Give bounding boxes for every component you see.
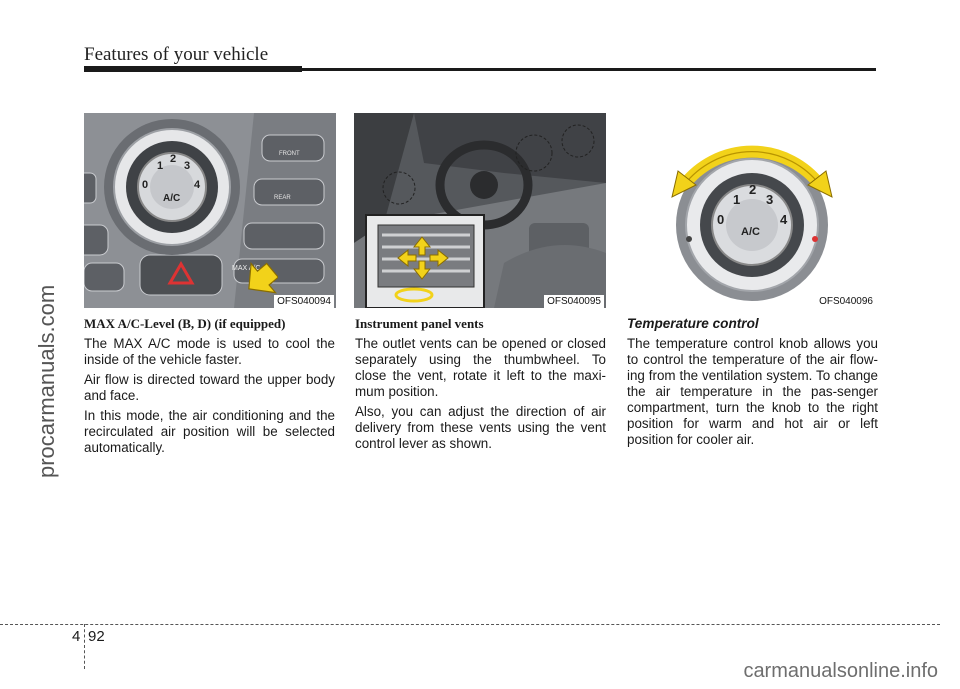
paragraph: Also, you can adjust the direction of ai… <box>355 404 606 451</box>
paragraph: Air flow is directed toward the upper bo… <box>84 372 335 403</box>
front-defrost-label: FRONT <box>279 151 300 157</box>
figure-code-3: OFS040096 <box>816 295 876 308</box>
page-header-title: Features of your vehicle <box>84 44 269 65</box>
figure-max-ac-panel: 1 2 3 0 4 A/C FRONT REAR MAX A/C OFS0400… <box>84 113 336 308</box>
arrow-pointer-icon <box>248 262 278 294</box>
figure-temperature-knob: 1 2 3 0 4 A/C OFS040096 <box>626 113 878 308</box>
knob-number-0: 0 <box>717 212 725 227</box>
knob-ac-label: A/C <box>163 193 181 204</box>
watermark-left: procarmanuals.com <box>34 284 59 478</box>
knob-number-4: 4 <box>780 212 788 227</box>
page-number: 92 <box>88 628 105 645</box>
knob-number-3: 3 <box>766 192 774 207</box>
column-max-ac: MAX A/C-Level (B, D) (if equipped) The M… <box>84 316 335 460</box>
section-heading: Instrument panel vents <box>355 316 484 331</box>
footer-divider <box>84 624 85 669</box>
knob-number-2: 2 <box>749 182 757 197</box>
paragraph: The outlet vents can be opened or closed… <box>355 336 606 399</box>
header-rule <box>84 68 876 71</box>
knob-number-2: 2 <box>170 153 177 165</box>
knob-number-1: 1 <box>733 192 741 207</box>
paragraph: The MAX A/C mode is used to cool the ins… <box>84 336 335 367</box>
figure-code-2: OFS040095 <box>544 295 604 308</box>
knob-number-4: 4 <box>194 179 201 191</box>
figure-code-1: OFS040094 <box>274 295 334 308</box>
chapter-number: 4 <box>72 628 81 645</box>
max-ac-label: MAX A/C <box>232 265 261 272</box>
knob-number-3: 3 <box>184 160 191 172</box>
temperature-knob-illustration <box>626 113 878 308</box>
knob-ac-label: A/C <box>741 226 760 238</box>
knob-number-1: 1 <box>157 160 164 172</box>
figure-instrument-panel-vents: OFS040095 <box>354 113 606 308</box>
column-temperature-control: Temperature control The temperature cont… <box>627 316 878 452</box>
paragraph: In this mode, the air conditioning and t… <box>84 408 335 455</box>
rear-defrost-label: REAR <box>274 195 291 201</box>
footer-rule <box>0 624 940 625</box>
column-instrument-vents: Instrument panel vents The outlet vents … <box>355 316 606 456</box>
section-heading: Temperature control <box>627 316 759 331</box>
watermark-bottom: carmanualsonline.info <box>743 660 938 682</box>
section-heading: MAX A/C-Level (B, D) (if equipped) <box>84 316 286 331</box>
vehicle-interior-illustration <box>354 113 606 308</box>
paragraph: The temperature control knob allows you … <box>627 336 878 447</box>
knob-number-0: 0 <box>142 179 149 191</box>
climate-panel-illustration <box>84 113 336 308</box>
